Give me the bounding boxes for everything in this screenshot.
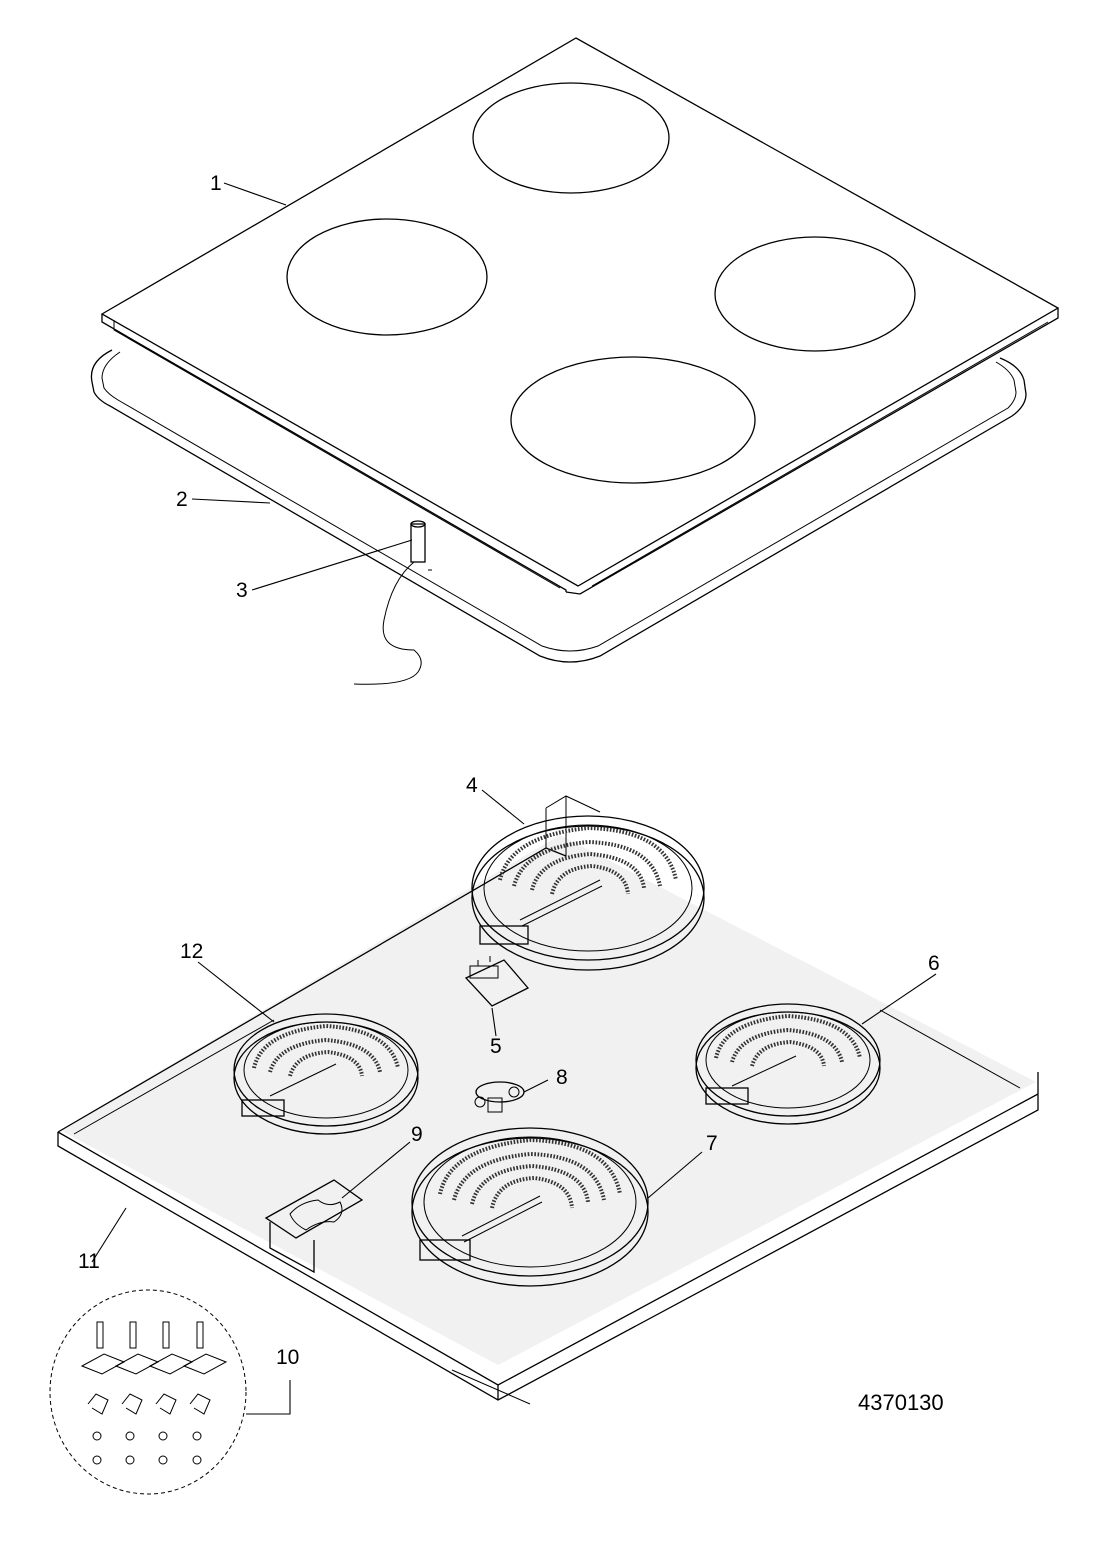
glass-cooktop	[100, 37, 1060, 595]
callout-7: 7	[706, 1132, 718, 1155]
hardware-kit	[49, 1289, 247, 1495]
callout-4: 4	[466, 774, 478, 797]
radiant-element-left-small	[233, 1013, 419, 1135]
glass-burner-left	[286, 218, 488, 336]
radiant-element-front-large	[411, 1127, 649, 1287]
burner-box	[57, 795, 1039, 1405]
callout-11: 11	[78, 1250, 100, 1273]
callout-1: 1	[210, 172, 222, 195]
callout-3: 3	[236, 579, 248, 602]
hardware-screws	[92, 1431, 202, 1465]
glass-burner-right	[714, 236, 916, 352]
glass-burner-front	[510, 356, 756, 484]
bracket-5	[464, 956, 530, 1007]
drawing-number: 4370130	[858, 1390, 944, 1415]
hardware-plates	[80, 1353, 228, 1375]
glass-burner-rear	[472, 82, 670, 194]
callout-8: 8	[556, 1066, 568, 1089]
callout-10: 10	[276, 1346, 299, 1369]
bracket-9	[264, 1179, 364, 1274]
hardware-kit-circle	[49, 1289, 247, 1495]
hardware-pins	[96, 1321, 204, 1349]
radiant-element-rear-large	[471, 815, 705, 971]
limiter-probe	[353, 520, 426, 685]
callout-9: 9	[411, 1123, 423, 1146]
leader-lines	[91, 182, 937, 1415]
radiant-element-right-small	[695, 1003, 881, 1125]
seal-gasket	[90, 349, 1027, 663]
hardware-clips	[87, 1393, 211, 1415]
callout-6: 6	[928, 952, 940, 975]
callout-2: 2	[176, 488, 188, 511]
callout-5: 5	[490, 1035, 502, 1058]
callout-12: 12	[180, 940, 203, 963]
